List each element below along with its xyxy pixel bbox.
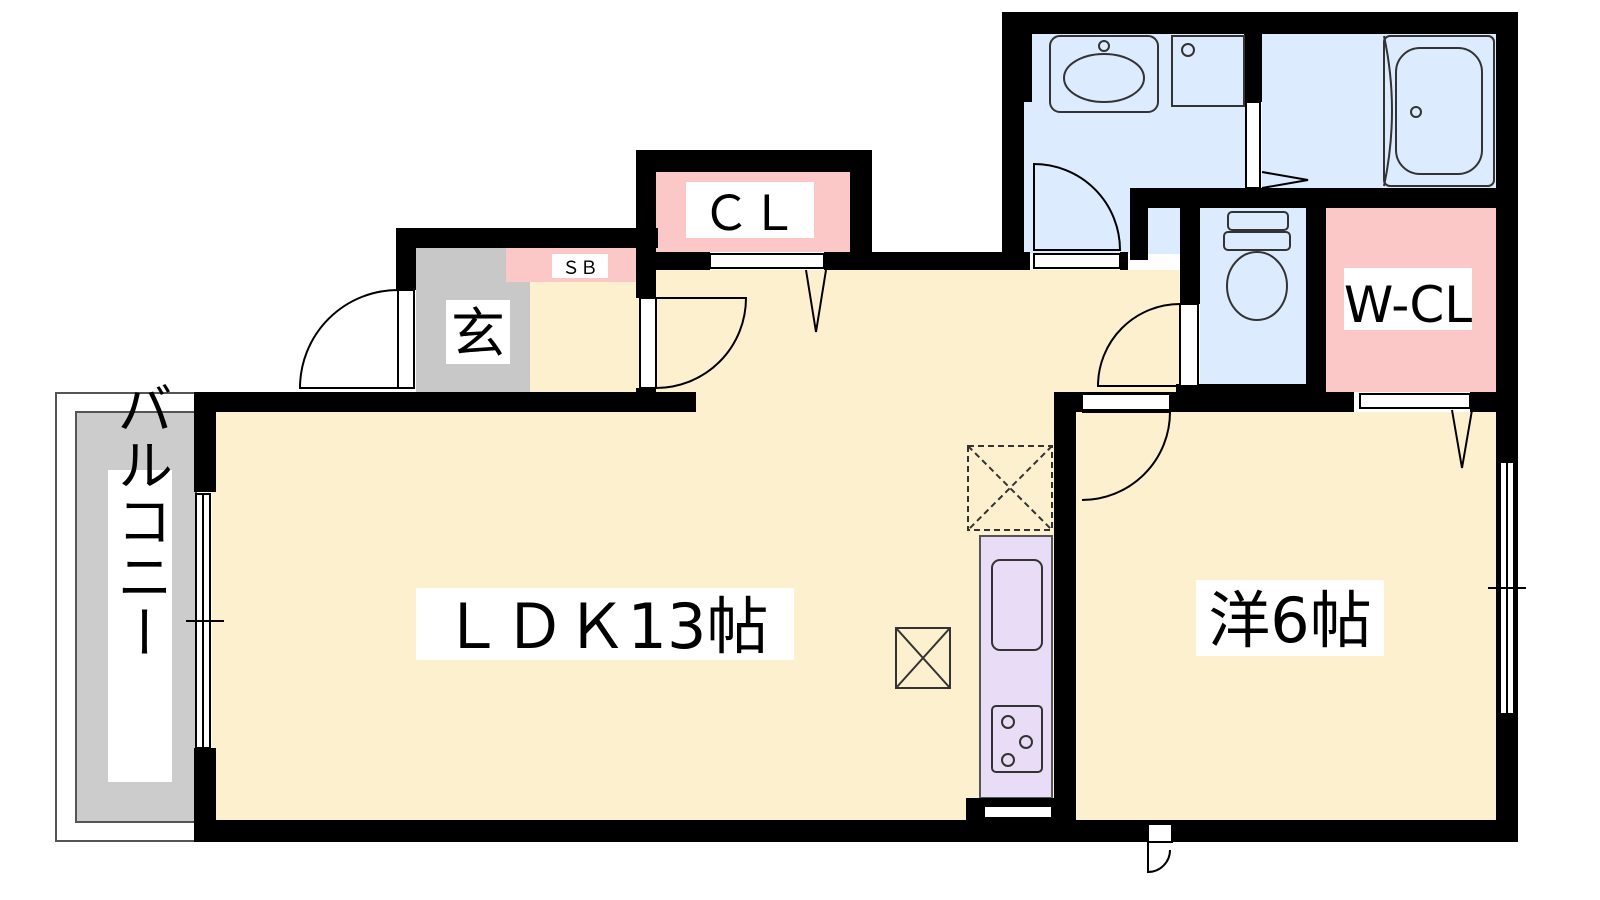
western-room-label: 洋6帖 [1208, 584, 1371, 657]
ldk-label: ＬＤＫ13帖 [442, 590, 769, 663]
kitchen-sink [991, 559, 1043, 651]
balcony-label: バルコニー [108, 380, 173, 660]
entrance-label: 玄 [451, 302, 505, 365]
toilet-door [1096, 303, 1181, 387]
entry-door [298, 289, 399, 389]
closet-door [709, 253, 825, 269]
washer-pan [1171, 35, 1245, 107]
wash-basin [1049, 35, 1159, 113]
wcl-door [1359, 393, 1471, 409]
western-door [1081, 411, 1172, 501]
bathtub [1383, 35, 1495, 187]
doors [186, 101, 1526, 874]
walls [194, 12, 1518, 842]
fixtures [895, 35, 1495, 773]
toilet-fixture [1223, 211, 1291, 321]
closet-label: ＣＬ [702, 186, 798, 242]
bath-door [1245, 101, 1261, 189]
label-backgrounds [108, 182, 1472, 782]
shoe-box-label: ＳＢ [562, 258, 598, 279]
stove [991, 705, 1043, 773]
hall-door [655, 297, 748, 389]
ldk-upper-floor [656, 270, 1186, 415]
bottom-door [1147, 842, 1171, 874]
walk-in-closet-label: W-CL [1344, 276, 1472, 334]
washroom-door [1033, 162, 1122, 251]
room-labels: ＬＤＫ13帖 洋6帖 玄 ＣＬ ＳＢ W-CL バルコニー [108, 186, 1473, 663]
window-kitchen [983, 805, 1053, 819]
fridge-space [967, 445, 1053, 531]
